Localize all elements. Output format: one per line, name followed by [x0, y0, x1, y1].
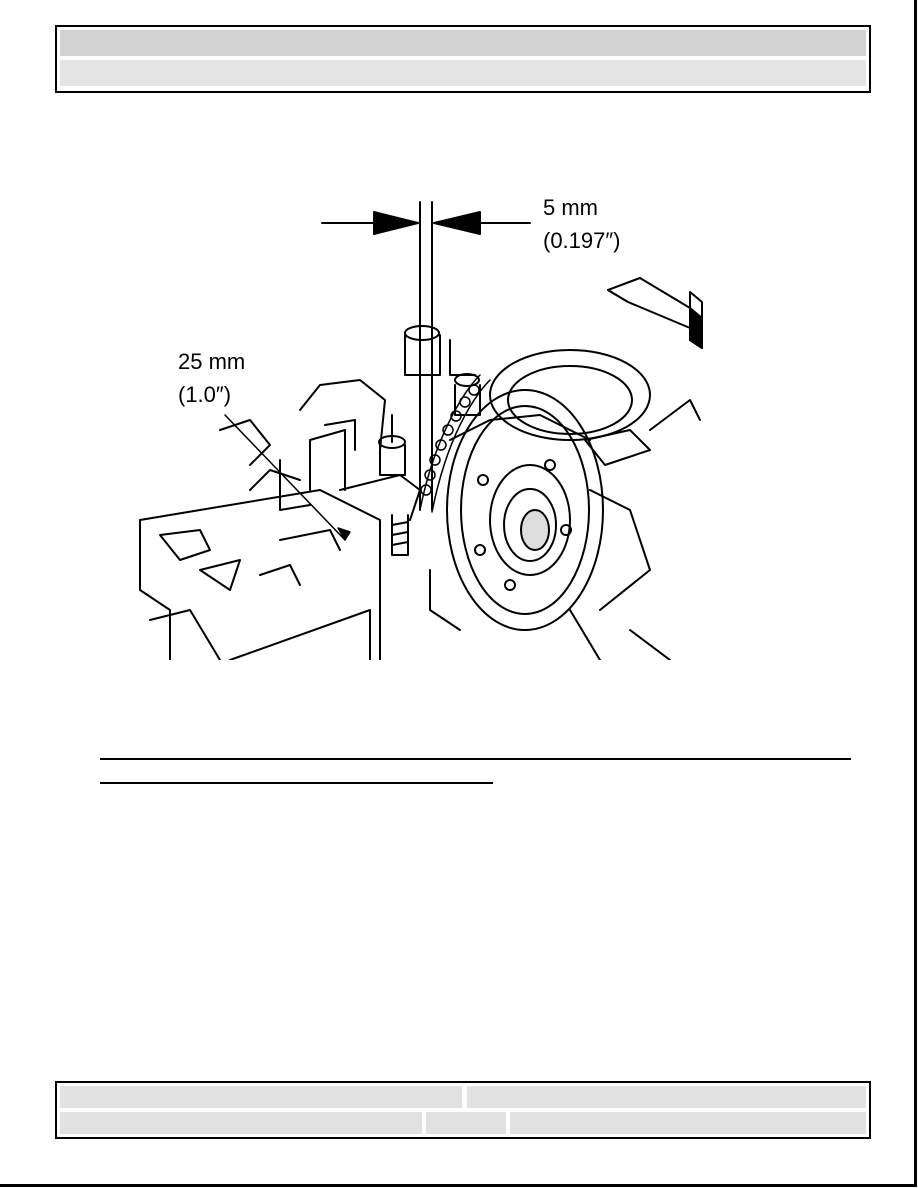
footer-cell-middle-bottom [426, 1112, 506, 1134]
dimension-label-5mm-imperial: (0.197″) [543, 228, 621, 253]
footer-cell-left-bottom [60, 1112, 422, 1134]
dimension-label-25mm: 25 mm [178, 349, 246, 374]
footer-text-left-top [60, 1090, 66, 1104]
timing-chain [419, 374, 491, 513]
oil-seal-housing [489, 349, 701, 661]
footer-text-left-bottom [60, 1116, 66, 1130]
document-header [55, 25, 871, 93]
header-title [60, 35, 66, 50]
engine-illustration: 5 mm (0.197″) 25 mm (1.0″) [130, 190, 720, 661]
dimension-arrows [321, 211, 531, 235]
cylinder-head-bolts [378, 325, 481, 556]
engine-drawing [139, 201, 703, 661]
footer-cell-right-top [467, 1086, 866, 1108]
footer-text-right-top [467, 1090, 473, 1104]
header-subtitle [60, 65, 66, 80]
document-footer [55, 1081, 871, 1139]
header-title-bar [60, 30, 866, 56]
engine-block-outline [139, 379, 421, 661]
footer-text-right-bottom [510, 1116, 516, 1130]
separator-line-long [100, 758, 851, 760]
header-subtitle-bar [60, 60, 866, 86]
footer-cell-right-bottom [510, 1112, 866, 1134]
footer-text-middle-bottom [426, 1116, 432, 1130]
dimension-label-5mm: 5 mm [543, 195, 598, 220]
separator-line-short [100, 782, 493, 784]
dimension-label-25mm-imperial: (1.0″) [178, 382, 232, 407]
measuring-rod [419, 201, 433, 511]
view-direction-arrow-icon [607, 277, 703, 349]
crankshaft-pulley [429, 389, 604, 631]
footer-cell-left-top [60, 1086, 462, 1108]
leader-line [224, 414, 351, 541]
